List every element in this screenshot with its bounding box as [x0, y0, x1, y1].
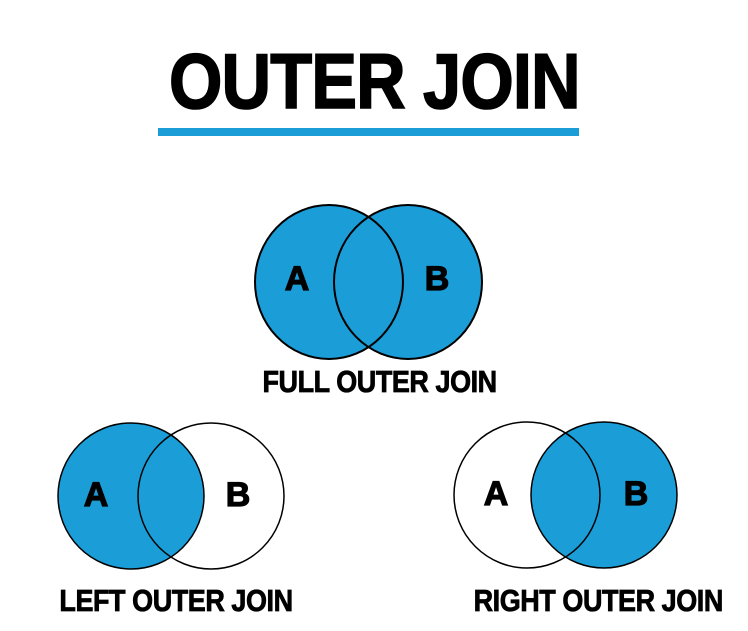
set-b-fill — [334, 205, 482, 359]
title-underline — [158, 128, 579, 136]
set-b-fill — [531, 422, 677, 568]
right-outer-join-venn: A B — [453, 421, 678, 569]
set-b-label: B — [226, 476, 251, 514]
set-a-circle-outline — [453, 421, 601, 569]
set-a-circle-outline — [57, 422, 205, 570]
full-outer-join-diagram: A B — [245, 195, 495, 367]
set-a-label: A — [285, 260, 310, 298]
set-b-circle-outline — [333, 204, 483, 360]
set-b-circle-outline — [137, 422, 285, 570]
right-outer-join-diagram: A B — [445, 412, 695, 572]
page-title: OUTER JOIN — [168, 37, 581, 125]
set-b-label: B — [425, 260, 450, 298]
set-b-label: B — [624, 475, 649, 513]
page-title-wrap: OUTER JOIN — [0, 37, 748, 125]
set-a-label: A — [84, 476, 109, 514]
full-outer-join-caption-wrap: FULL OUTER JOIN — [245, 364, 497, 399]
left-outer-join-caption: LEFT OUTER JOIN — [59, 583, 293, 618]
left-outer-join-diagram: A B — [50, 412, 300, 572]
full-outer-join-caption: FULL OUTER JOIN — [262, 364, 497, 399]
left-outer-join-caption-wrap: LEFT OUTER JOIN — [42, 583, 293, 618]
full-outer-join-venn: A B — [254, 204, 483, 360]
set-a-label: A — [484, 475, 509, 513]
right-outer-join-caption-wrap: RIGHT OUTER JOIN — [455, 585, 723, 617]
set-a-circle-outline — [254, 204, 404, 360]
set-b-circle-outline — [530, 421, 678, 569]
set-a-fill — [58, 423, 204, 569]
left-outer-join-venn: A B — [57, 422, 285, 570]
right-outer-join-caption: RIGHT OUTER JOIN — [473, 583, 723, 618]
